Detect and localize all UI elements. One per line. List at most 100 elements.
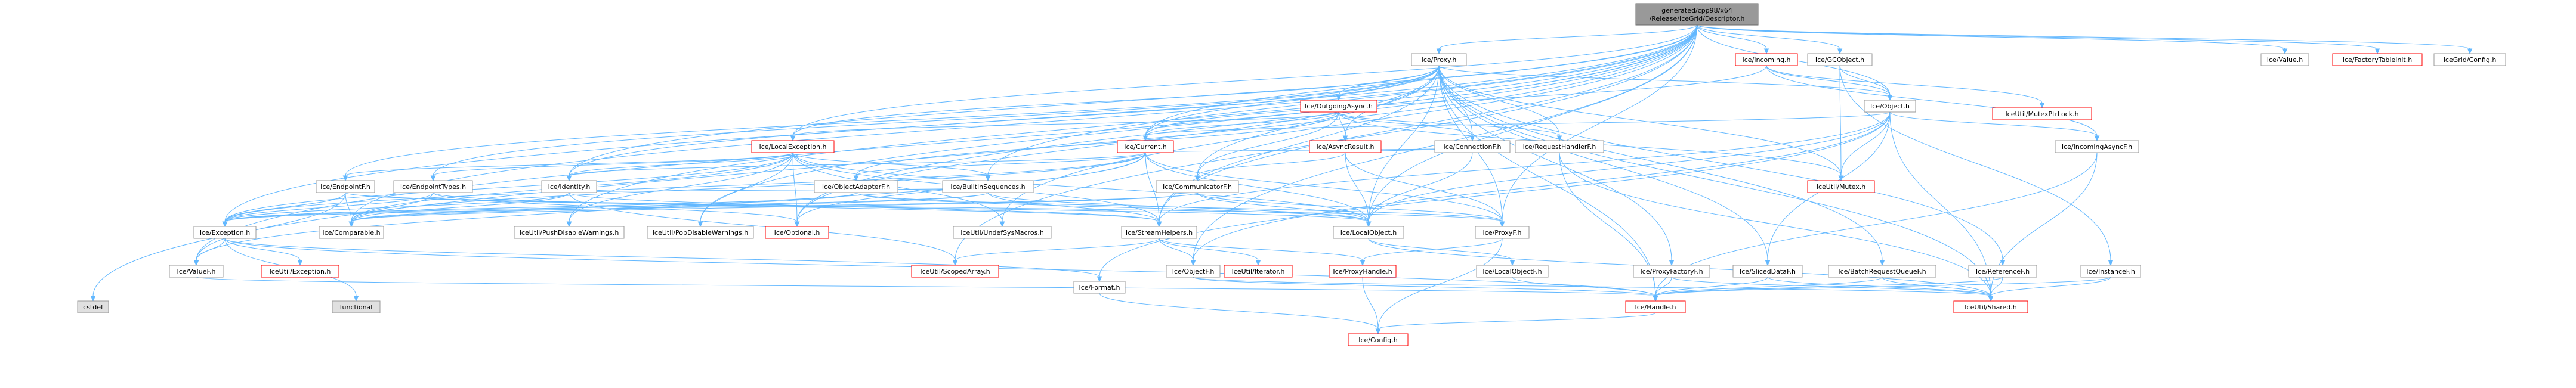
edge-line — [792, 152, 989, 176]
node-comparable[interactable]: Ice/Comparable.h — [319, 226, 384, 239]
edge-objectf-to-shared — [1193, 277, 1994, 302]
node-sliceddataf[interactable]: Ice/SlicedDataF.h — [1732, 265, 1803, 278]
node-box — [2080, 265, 2141, 278]
node-pushdisable[interactable]: IceUtil/PushDisableWarnings.h — [514, 226, 625, 239]
node-valuef[interactable]: Ice/ValueF.h — [169, 265, 224, 278]
edge-line — [345, 192, 1503, 222]
edge-streamhelpers-to-iterator — [1159, 238, 1261, 266]
node-object[interactable]: Ice/Object.h — [1864, 100, 1916, 113]
node-box — [1166, 265, 1221, 278]
node-box — [514, 226, 625, 239]
edge-line — [1438, 65, 1768, 261]
node-current[interactable]: Ice/Current.h — [1117, 140, 1174, 153]
edge-line — [433, 152, 793, 176]
node-incomingasyncf[interactable]: Ice/IncomingAsyncF.h — [2055, 140, 2139, 153]
node-format[interactable]: Ice/Format.h — [1073, 281, 1126, 294]
node-label: Ice/GCObject.h — [1815, 56, 1864, 64]
node-objectadapterf[interactable]: Ice/ObjectAdapterF.h — [814, 180, 898, 193]
node-factorytableinit[interactable]: Ice/FactoryTableInit.h — [2332, 53, 2423, 66]
node-undefsys[interactable]: IceUtil/UndefSysMacros.h — [953, 226, 1052, 239]
node-config[interactable]: Ice/Config.h — [1348, 333, 1409, 346]
node-label: IceUtil/UndefSysMacros.h — [960, 229, 1044, 237]
edge-root-to-optional — [794, 24, 1697, 228]
edge-line — [1368, 111, 1891, 222]
edge-localexception-to-pushdisable — [566, 152, 793, 228]
node-value[interactable]: Ice/Value.h — [2260, 53, 2309, 66]
node-outgoingasync[interactable]: Ice/OutgoingAsync.h — [1300, 100, 1377, 113]
node-instancef[interactable]: Ice/InstanceF.h — [2080, 265, 2141, 278]
edge-arrowhead — [1255, 260, 1261, 266]
node-box — [541, 180, 597, 193]
edge-line — [1655, 277, 2111, 297]
edge-handle-to-config — [1375, 312, 1656, 335]
edge-line — [1338, 111, 1346, 136]
node-functional[interactable]: functional — [332, 300, 381, 313]
node-label: Ice/RequestHandlerF.h — [1523, 143, 1596, 151]
edge-communicatorf-to-proxyf — [1197, 192, 1505, 228]
node-builtinsequences[interactable]: Ice/BuiltinSequences.h — [942, 180, 1034, 193]
node-batchrequestqueuef[interactable]: Ice/BatchRequestQueueF.h — [1828, 265, 1936, 278]
node-mutex[interactable]: IceUtil/Mutex.h — [1807, 180, 1875, 193]
node-exception[interactable]: Ice/Exception.h — [193, 226, 257, 239]
node-communicatorf[interactable]: Ice/CommunicatorF.h — [1156, 180, 1239, 193]
root-line-2: /Release/IceGrid/Descriptor.h — [1650, 15, 1745, 23]
node-icegridconfig[interactable]: IceGrid/Config.h — [2433, 53, 2506, 66]
node-mutexptrlock[interactable]: IceUtil/MutexPtrLock.h — [1992, 107, 2092, 120]
edge-gcobject-to-mutex — [1838, 65, 1844, 182]
node-cstdef[interactable]: cstdef — [77, 300, 109, 313]
node-asyncresult[interactable]: Ice/AsyncResult.h — [1309, 140, 1382, 153]
node-referencef[interactable]: Ice/ReferenceF.h — [1968, 265, 2037, 278]
edge-root-to-incoming — [1697, 24, 1769, 55]
node-incoming[interactable]: Ice/Incoming.h — [1735, 53, 1798, 66]
edge-streamhelpers-to-proxyhandle — [1159, 238, 1366, 266]
node-box — [1807, 180, 1875, 193]
node-box — [1117, 140, 1174, 153]
edge-line — [196, 238, 226, 261]
node-handle[interactable]: Ice/Handle.h — [1625, 300, 1686, 313]
root-node[interactable]: generated/cpp98/x64 /Release/IceGrid/Des… — [1635, 3, 1759, 26]
edge-arrowhead — [2000, 260, 2006, 266]
node-localexception[interactable]: Ice/LocalException.h — [751, 140, 835, 153]
node-label: Ice/ObjectAdapterF.h — [822, 183, 890, 191]
node-proxyfactoryf[interactable]: Ice/ProxyFactoryF.h — [1633, 265, 1710, 278]
node-iterator[interactable]: IceUtil/Iterator.h — [1224, 265, 1293, 278]
node-box — [1864, 100, 1916, 113]
node-proxy[interactable]: Ice/Proxy.h — [1411, 53, 1467, 66]
node-scopedarray[interactable]: IceUtil/ScopedArray.h — [911, 265, 999, 278]
node-proxyf[interactable]: Ice/ProxyF.h — [1475, 226, 1530, 239]
edge-line — [1839, 65, 1891, 96]
node-connectionf[interactable]: Ice/ConnectionF.h — [1434, 140, 1511, 153]
edge-proxy-to-proxyfactoryf — [1438, 65, 1675, 266]
node-identity[interactable]: Ice/Identity.h — [541, 180, 597, 193]
edge-exception-to-iceutilexception — [224, 238, 303, 266]
node-optional[interactable]: Ice/Optional.h — [765, 226, 829, 239]
edge-arrowhead — [999, 221, 1005, 228]
node-requesthandlerf[interactable]: Ice/RequestHandlerF.h — [1515, 140, 1604, 153]
edge-exception-to-valuef — [193, 238, 226, 266]
node-box — [2055, 140, 2139, 153]
node-box — [169, 265, 224, 278]
edge-line — [1438, 65, 1891, 96]
edge-arrowhead — [1342, 135, 1348, 142]
node-localobject[interactable]: Ice/LocalObject.h — [1333, 226, 1404, 239]
edge-line — [224, 238, 1100, 277]
edge-line — [1438, 65, 1842, 176]
edge-line — [1362, 238, 1503, 261]
edge-line — [1512, 277, 1656, 297]
node-popdisable[interactable]: IceUtil/PopDisableWarnings.h — [647, 226, 754, 239]
node-shared[interactable]: IceUtil/Shared.h — [1953, 300, 2028, 313]
edge-line — [196, 277, 1656, 297]
node-label: Ice/Config.h — [1358, 336, 1398, 344]
node-objectf[interactable]: Ice/ObjectF.h — [1166, 265, 1221, 278]
node-gcobject[interactable]: Ice/GCObject.h — [1807, 53, 1873, 66]
edge-line — [1438, 65, 1991, 297]
node-iceutilexception[interactable]: IceUtil/Exception.h — [261, 265, 339, 278]
node-endpointtypes[interactable]: Ice/EndpointTypes.h — [393, 180, 473, 193]
node-streamhelpers[interactable]: Ice/StreamHelpers.h — [1121, 226, 1197, 239]
node-localobjectf[interactable]: Ice/LocalObjectF.h — [1476, 265, 1549, 278]
node-proxyhandle[interactable]: Ice/ProxyHandle.h — [1329, 265, 1397, 278]
node-endpointf[interactable]: Ice/EndpointF.h — [316, 180, 375, 193]
edge-line — [92, 24, 1697, 297]
edge-arrowhead — [1837, 48, 1843, 55]
edge-line — [224, 152, 793, 222]
